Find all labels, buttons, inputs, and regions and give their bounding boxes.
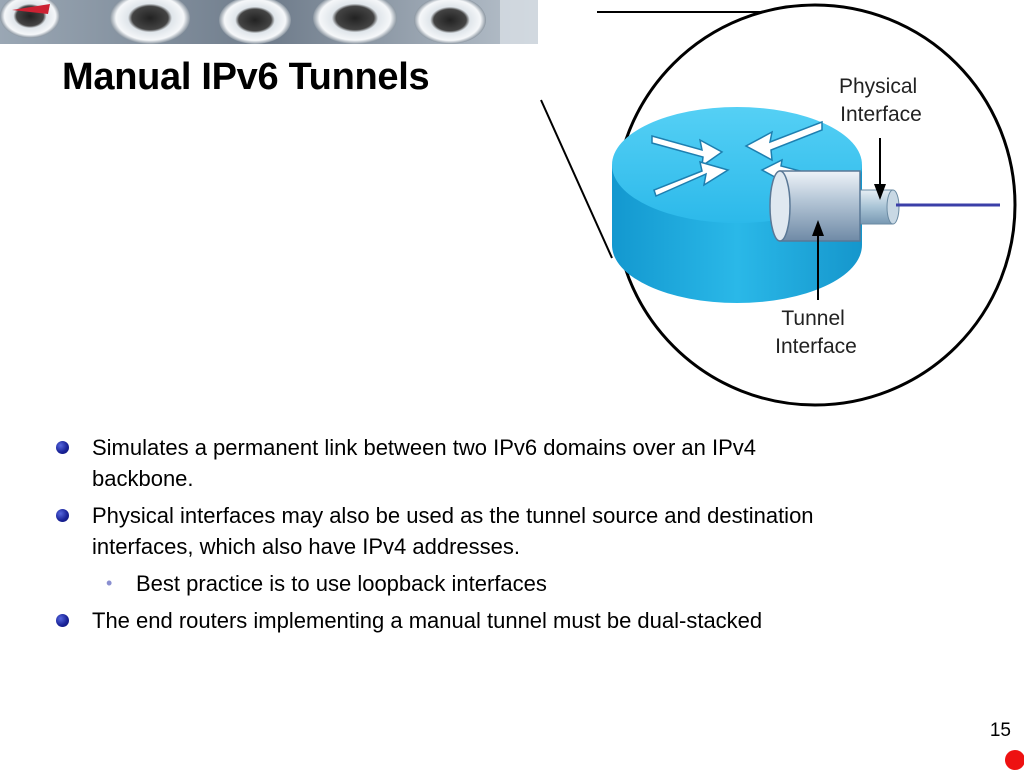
sub-bullet-text: Best practice is to use loopback interfa… bbox=[136, 571, 547, 596]
slide-title: Manual IPv6 Tunnels bbox=[62, 56, 430, 98]
sub-bullet-item: • Best practice is to use loopback inter… bbox=[52, 568, 952, 599]
tunnel-diagram: Physical Interface Tunnel Interface bbox=[540, 3, 1017, 407]
bullet-text: interfaces, which also have IPv4 address… bbox=[92, 534, 521, 559]
bullet-list: Simulates a permanent link between two I… bbox=[52, 432, 952, 642]
bullet-text: backbone. bbox=[92, 466, 194, 491]
zoom-line-left bbox=[540, 99, 613, 259]
tunnel-interface-arrow bbox=[812, 220, 824, 300]
header-banner-image bbox=[0, 0, 538, 44]
physical-interface-label: Physical Interface bbox=[839, 75, 923, 126]
bullet-text: Physical interfaces may also be used as … bbox=[92, 503, 814, 528]
physical-interface-arrow bbox=[874, 138, 886, 200]
bullet-item: Physical interfaces may also be used as … bbox=[52, 500, 952, 562]
bullet-icon bbox=[56, 614, 69, 627]
bullet-item: Simulates a permanent link between two I… bbox=[52, 432, 952, 494]
physical-interface-connector bbox=[854, 189, 900, 225]
bullet-text: Simulates a permanent link between two I… bbox=[92, 435, 757, 460]
bullet-text: The end routers implementing a manual tu… bbox=[92, 608, 763, 633]
tunnel-interface-cylinder bbox=[769, 170, 861, 242]
bullet-icon bbox=[56, 441, 69, 454]
banner-rings bbox=[0, 0, 538, 44]
bullet-item: The end routers implementing a manual tu… bbox=[52, 605, 952, 636]
bullet-icon bbox=[56, 509, 69, 522]
tunnel-interface-label: Tunnel Interface bbox=[775, 307, 857, 358]
red-dot-icon bbox=[1005, 750, 1024, 770]
sub-bullet-icon: • bbox=[106, 573, 113, 593]
page-number: 15 bbox=[989, 720, 1011, 741]
